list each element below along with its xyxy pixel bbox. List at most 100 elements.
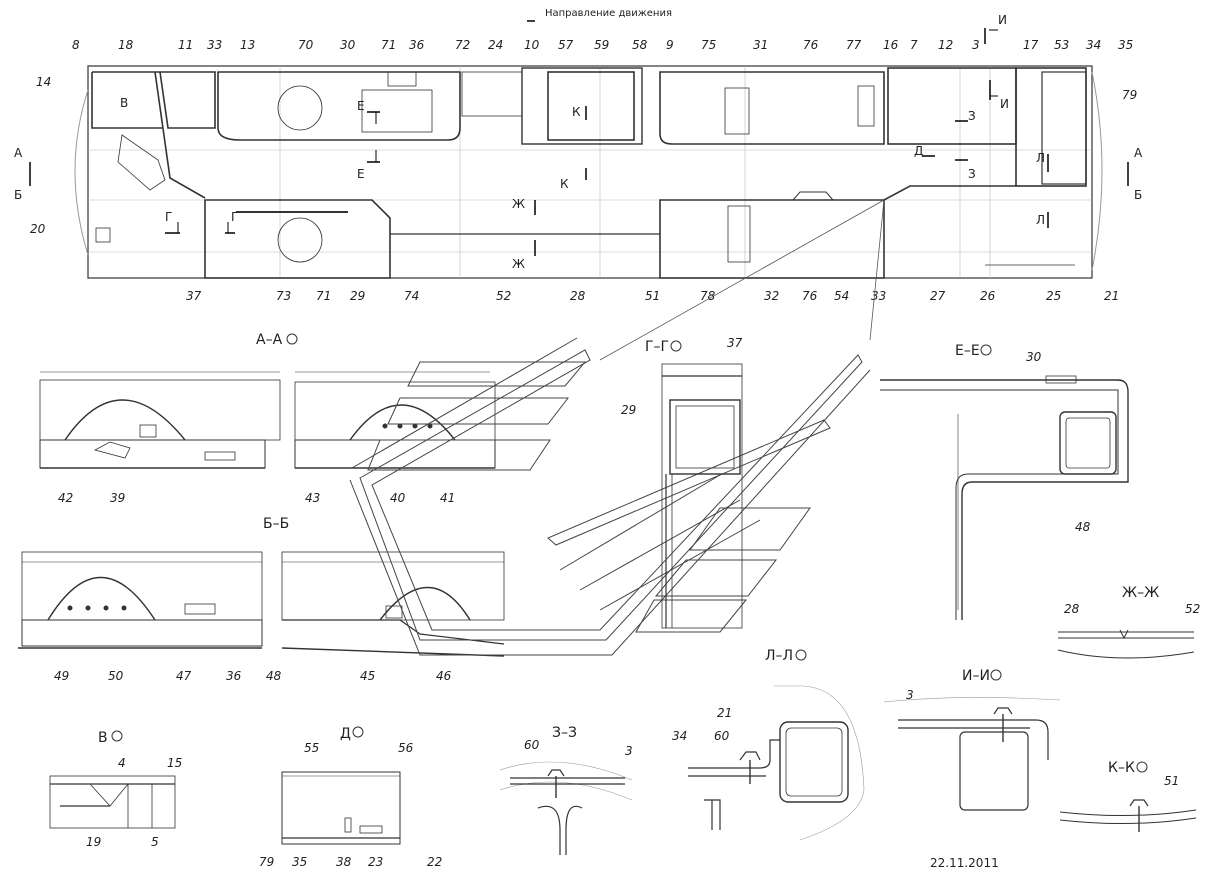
chevron-outlines bbox=[349, 337, 871, 656]
callout: 30 bbox=[1026, 350, 1042, 364]
plan-section-marks bbox=[29, 28, 1129, 256]
wheel-box-front-lower bbox=[204, 199, 391, 279]
view-title: Г–Г bbox=[645, 339, 669, 355]
callout: 75 bbox=[701, 38, 716, 52]
top-callouts: 8 18 11 33 13 70 30 71 36 72 24 10 57 59… bbox=[72, 38, 1133, 52]
view-ee: Е–Е bbox=[880, 343, 1129, 620]
section-letter: Б bbox=[14, 188, 22, 202]
side-callouts: 14 20 79 bbox=[30, 75, 1137, 236]
callout: 46 bbox=[436, 669, 452, 683]
callout: 33 bbox=[207, 38, 222, 52]
callout: 28 bbox=[570, 289, 586, 303]
view-kk-labels: 51 bbox=[1164, 774, 1179, 788]
callout: 47 bbox=[176, 669, 192, 683]
callout: 15 bbox=[167, 756, 182, 770]
view-aa-labels: 42 39 43 40 41 bbox=[58, 491, 455, 505]
callout: 56 bbox=[398, 741, 414, 755]
view-title: В bbox=[98, 730, 108, 746]
callout: 45 bbox=[360, 669, 375, 683]
callout: 34 bbox=[1086, 38, 1101, 52]
callout: 26 bbox=[980, 289, 996, 303]
section-letter: И bbox=[1000, 97, 1009, 111]
view-bb-labels: 49 50 47 36 48 45 46 bbox=[54, 669, 452, 683]
view-d-labels: 55 56 79 35 38 23 22 bbox=[259, 741, 442, 869]
center-panel-b bbox=[521, 67, 643, 145]
plate-front-upper bbox=[361, 89, 433, 133]
callout: 14 bbox=[36, 75, 51, 89]
callout: 28 bbox=[1064, 602, 1080, 616]
callout: 38 bbox=[336, 855, 352, 869]
callout: 21 bbox=[1104, 289, 1119, 303]
section-letter: В bbox=[120, 96, 128, 110]
callout: 39 bbox=[110, 491, 125, 505]
callout: 25 bbox=[1046, 289, 1061, 303]
view-zz-labels: 60 3 bbox=[524, 738, 633, 758]
section-letter: Д bbox=[914, 144, 923, 158]
callout: 52 bbox=[1185, 602, 1200, 616]
callout: 70 bbox=[298, 38, 314, 52]
callout: 29 bbox=[621, 403, 636, 417]
view-zhzh-labels: 28 52 bbox=[1064, 602, 1200, 616]
callout: 60 bbox=[524, 738, 540, 752]
callout: 10 bbox=[524, 38, 540, 52]
section-letter: З bbox=[968, 109, 976, 123]
section-letter: Е bbox=[357, 167, 365, 181]
section-letter: А bbox=[1134, 146, 1143, 160]
view-title: Б–Б bbox=[263, 516, 289, 532]
view-title: И–И bbox=[962, 668, 990, 684]
callout: 51 bbox=[1164, 774, 1179, 788]
callout: 29 bbox=[350, 289, 365, 303]
leader-lines bbox=[599, 199, 885, 361]
view-v-labels: 4 15 19 5 bbox=[86, 756, 182, 849]
callout: 37 bbox=[727, 336, 743, 350]
callout: 48 bbox=[266, 669, 282, 683]
wheel-box-rear-lower bbox=[659, 199, 885, 279]
section-letter: З bbox=[968, 167, 976, 181]
section-letter: Г bbox=[231, 210, 238, 224]
engine-compartment bbox=[1015, 67, 1087, 187]
callout: 16 bbox=[883, 38, 899, 52]
bottom-callouts: 37 73 71 29 74 52 28 51 78 32 76 54 33 2… bbox=[186, 289, 1119, 303]
callout: 79 bbox=[259, 855, 274, 869]
plan-section-letters: А Б А Б В Г Г Е Е Ж Ж К К И И З З Д Л Л bbox=[14, 13, 1143, 271]
rear-step bbox=[883, 185, 1016, 201]
callout: 7 bbox=[910, 38, 918, 52]
plan-view: Направление движения bbox=[74, 8, 1103, 279]
front-contour bbox=[74, 89, 89, 256]
view-zz: З–З bbox=[499, 725, 633, 855]
callout: 17 bbox=[1023, 38, 1039, 52]
section-letter: Г bbox=[165, 210, 172, 224]
rear-contour bbox=[1091, 71, 1103, 271]
callout: 8 bbox=[72, 38, 80, 52]
rear-compartment bbox=[887, 67, 1017, 145]
callout: 48 bbox=[1075, 520, 1091, 534]
callout: 33 bbox=[871, 289, 886, 303]
callout: 5 bbox=[151, 835, 159, 849]
wheel-circle-front-lower bbox=[277, 217, 323, 263]
front-bracket bbox=[117, 134, 166, 191]
view-ll-labels: 21 34 60 bbox=[672, 706, 732, 743]
callout: 23 bbox=[368, 855, 383, 869]
section-letter: К bbox=[572, 105, 581, 119]
callout: 32 bbox=[764, 289, 779, 303]
center-panel-a bbox=[461, 71, 523, 117]
bump-rear-lower bbox=[792, 191, 834, 201]
section-letter: Е bbox=[357, 99, 365, 113]
callout: 3 bbox=[906, 688, 914, 702]
callout: 73 bbox=[276, 289, 291, 303]
callout: 58 bbox=[632, 38, 648, 52]
callout: 43 bbox=[305, 491, 320, 505]
callout: 37 bbox=[186, 289, 202, 303]
callout: 21 bbox=[717, 706, 732, 720]
plate-rear-lower bbox=[727, 205, 751, 263]
callout: 22 bbox=[427, 855, 442, 869]
view-ee-labels: 30 48 bbox=[1026, 350, 1091, 534]
plate-rear-upper bbox=[724, 87, 750, 135]
callout: 60 bbox=[714, 729, 730, 743]
section-letter: Ж bbox=[512, 197, 525, 211]
direction-title: Направление движения bbox=[545, 8, 672, 19]
view-title: Е–Е bbox=[955, 343, 980, 359]
view-title: А–А bbox=[256, 332, 283, 348]
callout: 30 bbox=[340, 38, 356, 52]
